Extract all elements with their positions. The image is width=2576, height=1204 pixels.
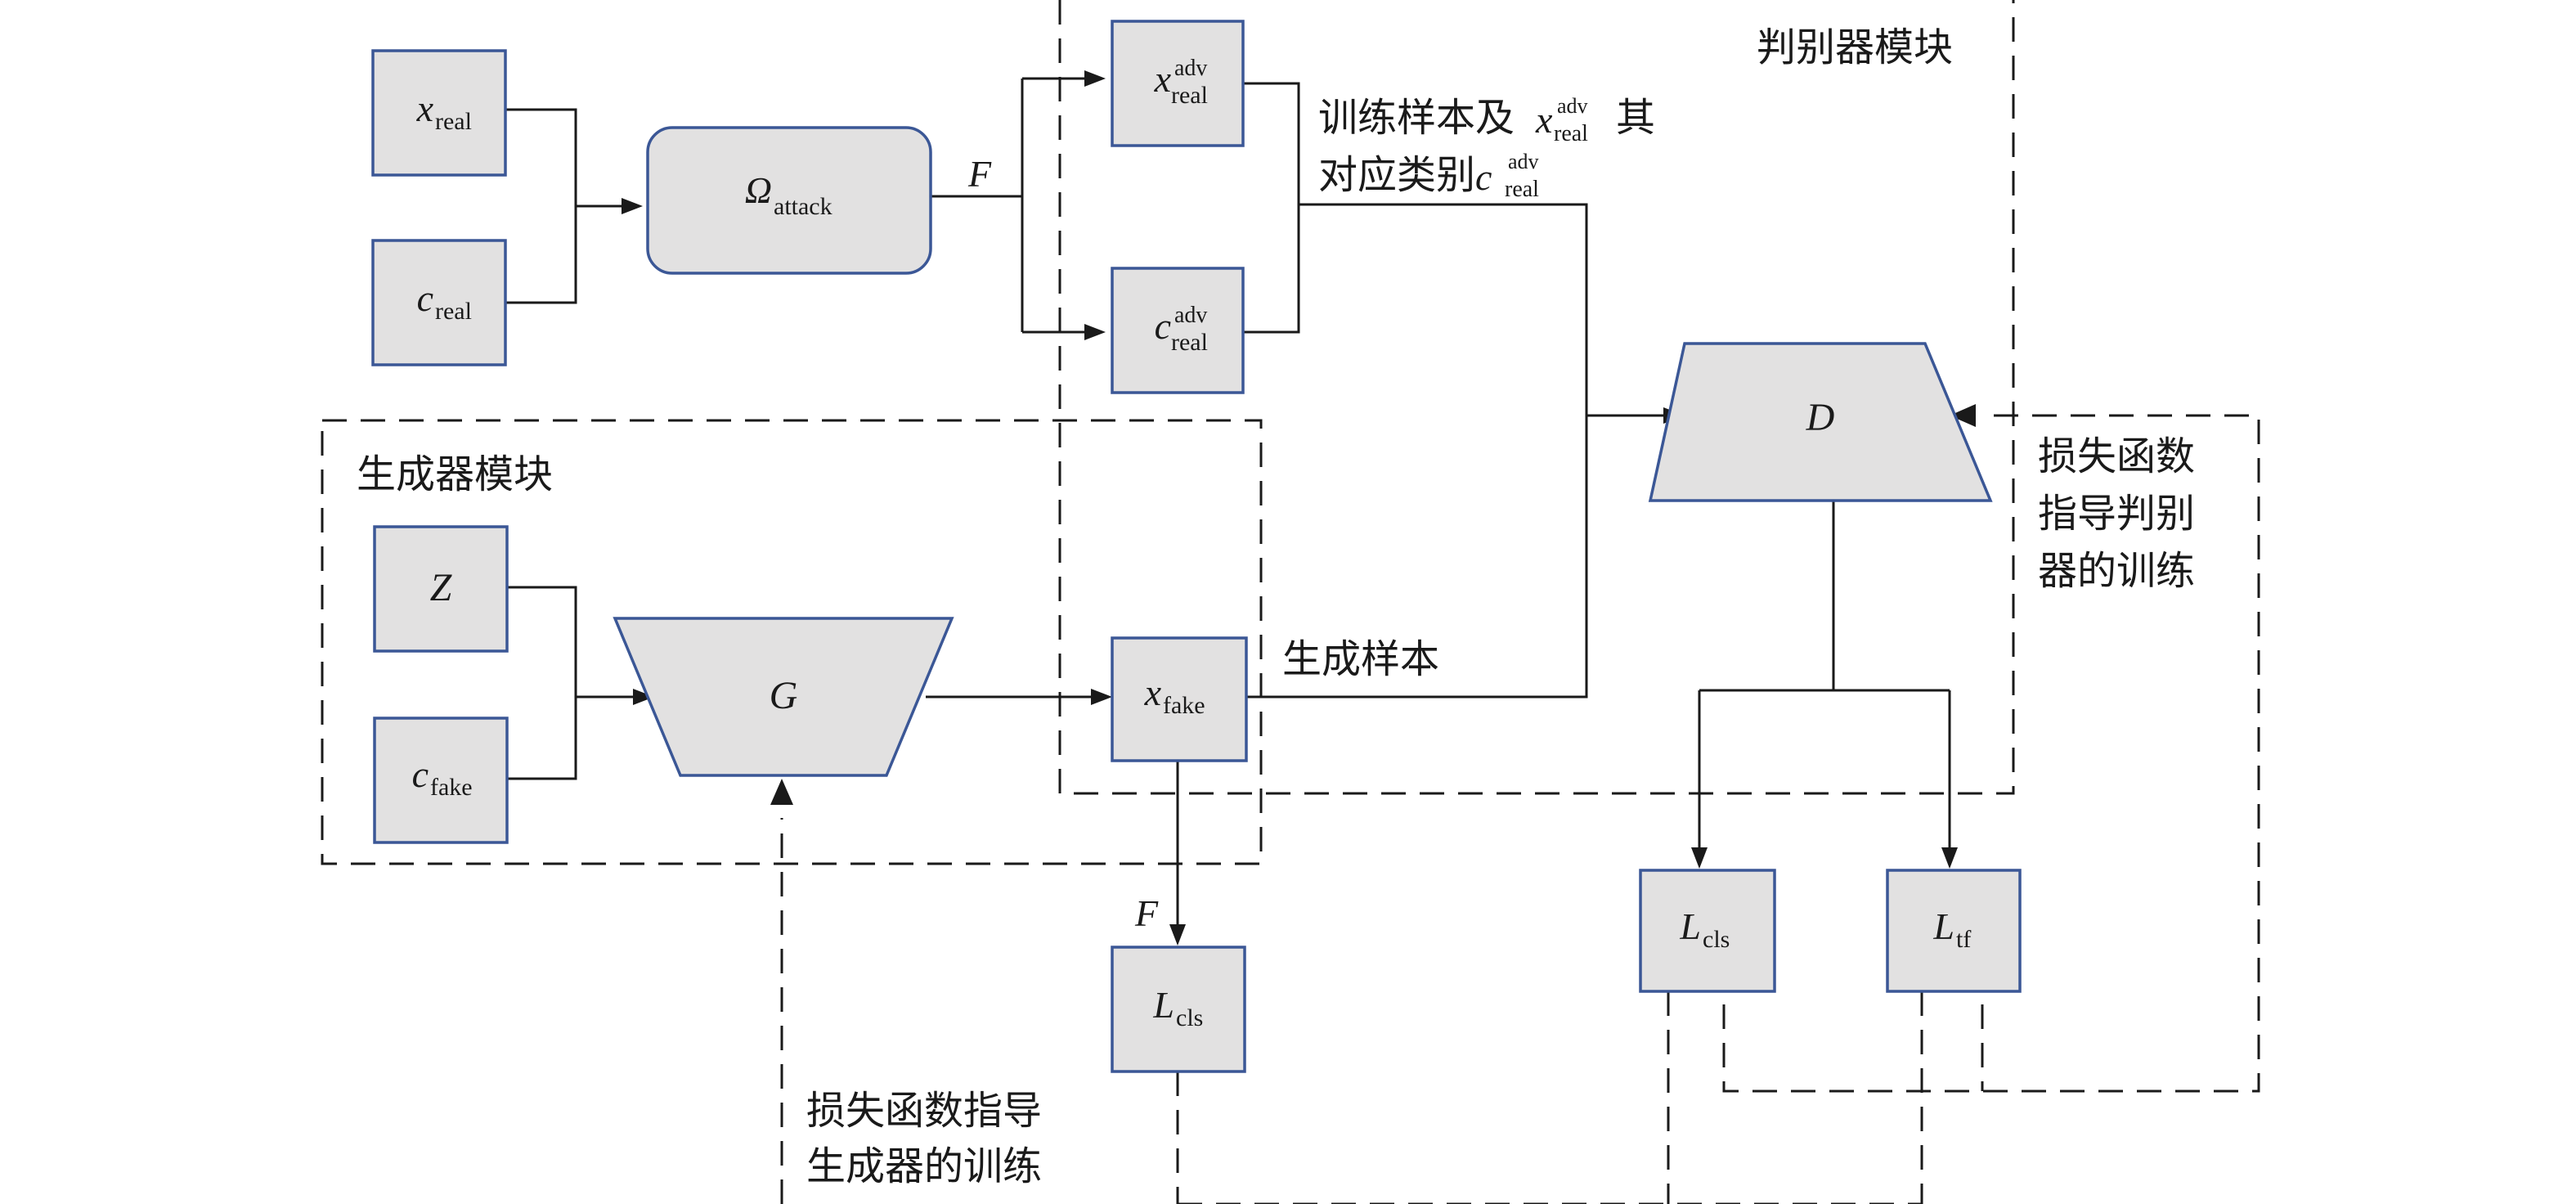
feedback-arrow-into-g	[770, 779, 793, 805]
svg-text:adv: adv	[1557, 94, 1588, 118]
node-l-cls-discriminator: L cls	[1639, 869, 1776, 993]
svg-text:real: real	[1554, 121, 1588, 146]
wire-xfake-to-d	[1246, 416, 1588, 699]
node-l-tf: L tf	[1886, 869, 2022, 993]
svg-text:Z: Z	[430, 566, 453, 609]
svg-text:real: real	[1505, 177, 1539, 202]
svg-text:L: L	[1932, 905, 1954, 947]
edge-label-f-attack: F	[967, 153, 992, 195]
disc-loss-feedback-path	[1722, 414, 2260, 1093]
node-discriminator-d: D	[1648, 342, 1993, 502]
arrow-into-xfake	[1091, 689, 1112, 705]
node-c-real-adv: c adv real	[1111, 267, 1245, 394]
node-l-cls-generator: L cls	[1111, 946, 1246, 1073]
wire-z-to-g	[507, 586, 640, 780]
svg-text:x: x	[1535, 99, 1553, 141]
gen-loss-feedback-path	[780, 818, 1179, 1204]
svg-text:L: L	[1679, 905, 1701, 947]
svg-text:attack: attack	[774, 193, 832, 220]
wire-omega-out	[931, 77, 1093, 334]
svg-text:real: real	[435, 108, 472, 135]
wire-adv-merge	[1243, 82, 1668, 417]
node-x-real: x real	[371, 49, 507, 177]
note-discriminator-loss-guidance: 损失函数 指导判别 器的训练	[2038, 434, 2195, 594]
svg-text:cls: cls	[1703, 926, 1730, 953]
svg-text:adv: adv	[1508, 150, 1539, 173]
edge-label-f-fake: F	[1134, 892, 1159, 934]
svg-text:x: x	[416, 88, 434, 129]
svg-text:tf: tf	[1956, 926, 1971, 953]
discriminator-module-title: 判别器模块	[1757, 25, 1953, 70]
node-generator-g: G	[613, 617, 954, 777]
arrow-into-ltf	[1941, 847, 1958, 869]
arrow-into-g	[633, 689, 654, 705]
svg-text:其: 其	[1616, 95, 1655, 141]
generator-module-region	[321, 419, 1263, 865]
annotation-training-samples: 训练样本及 x adv real 其 对应类别 c adv real	[1318, 94, 1655, 202]
arrow-into-xadv	[1084, 70, 1106, 87]
svg-text:fake: fake	[430, 774, 473, 801]
annotation-generated-samples: 生成样本	[1282, 636, 1439, 682]
svg-text:c: c	[417, 277, 433, 319]
svg-text:x: x	[1144, 672, 1162, 713]
svg-text:L: L	[1152, 984, 1174, 1026]
svg-text:Ω: Ω	[745, 169, 772, 211]
node-x-fake: x fake	[1111, 636, 1248, 762]
arrow-into-omega	[622, 198, 643, 214]
svg-text:损失函数指导: 损失函数指导	[806, 1088, 1042, 1134]
node-omega-attack: Ω attack	[646, 126, 932, 275]
svg-text:器的训练: 器的训练	[2038, 548, 2195, 594]
discriminator-module-region	[1058, 0, 2015, 795]
arrow-into-lcls-disc	[1691, 847, 1708, 869]
svg-text:real: real	[1171, 329, 1208, 356]
svg-text:real: real	[1171, 82, 1208, 109]
svg-text:对应类别: 对应类别	[1318, 152, 1475, 198]
arrow-into-lcls-gen	[1169, 924, 1186, 946]
wire-xreal-to-omega	[505, 108, 638, 208]
svg-text:指导判别: 指导判别	[2038, 491, 2195, 537]
svg-text:c: c	[412, 753, 429, 795]
note-generator-loss-guidance: 损失函数指导 生成器的训练	[806, 1088, 1042, 1189]
feedback-arrow-into-d	[1950, 404, 1976, 427]
node-c-fake: c fake	[373, 717, 509, 844]
svg-text:x: x	[1154, 58, 1172, 100]
svg-text:adv: adv	[1174, 303, 1207, 328]
svg-text:c: c	[1155, 305, 1171, 347]
svg-text:损失函数: 损失函数	[2038, 434, 2195, 479]
arrow-into-cadv	[1084, 324, 1106, 340]
svg-text:c: c	[1475, 156, 1492, 198]
svg-text:cls: cls	[1176, 1004, 1203, 1031]
svg-text:G: G	[770, 674, 798, 717]
svg-text:real: real	[435, 298, 472, 325]
svg-text:训练样本及: 训练样本及	[1318, 95, 1515, 141]
node-c-real: c real	[371, 239, 507, 366]
wire-creal-to-omega	[505, 206, 577, 304]
svg-text:fake: fake	[1163, 692, 1205, 719]
svg-text:生成器的训练: 生成器的训练	[806, 1143, 1042, 1189]
svg-text:D: D	[1806, 396, 1835, 439]
wire-d-to-losses	[1698, 501, 1951, 851]
generator-module-title: 生成器模块	[357, 452, 553, 497]
node-z: Z	[373, 525, 509, 653]
svg-text:adv: adv	[1174, 56, 1207, 81]
node-x-real-adv: x adv real	[1111, 20, 1245, 147]
